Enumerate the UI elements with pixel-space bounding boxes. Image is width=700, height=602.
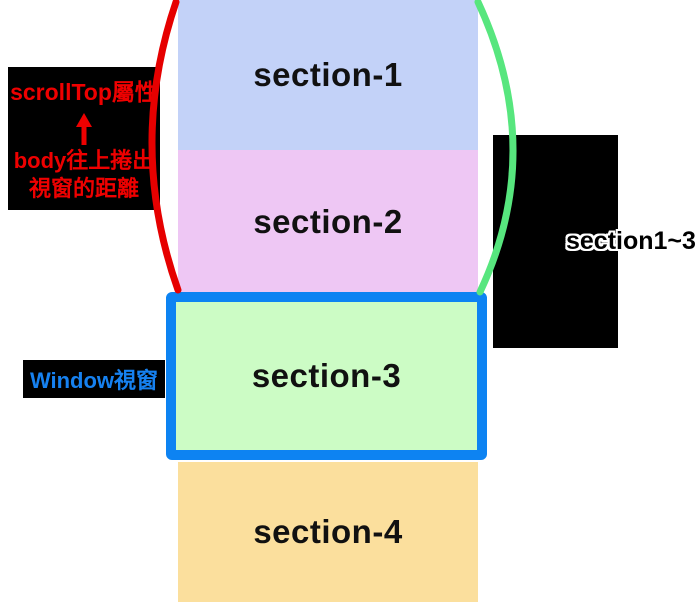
section-2-block: section-2	[178, 150, 478, 293]
section-4-label: section-4	[253, 513, 403, 550]
section-4-block: section-4	[178, 462, 478, 602]
scrolltop-attribute-label: scrollTop屬性	[10, 79, 158, 105]
section-3-label: section-3	[251, 357, 402, 394]
section-1-block: section-1	[178, 0, 478, 150]
section-2-label: section-2	[253, 202, 403, 240]
scrolltop-description-line1: body往上捲出	[13, 148, 155, 174]
right-callout-label: section1~3	[566, 227, 696, 255]
up-arrow-icon	[76, 112, 92, 145]
section-1-label: section-1	[253, 56, 403, 93]
scrolltop-description-line2: 視窗的距離	[28, 175, 139, 201]
window-viewport-box: section-3	[166, 292, 487, 460]
window-label-box: Window視窗	[23, 360, 165, 398]
window-label: Window視窗	[29, 368, 159, 393]
scrolltop-callout: scrollTop屬性 body往上捲出 視窗的距離	[8, 67, 160, 210]
